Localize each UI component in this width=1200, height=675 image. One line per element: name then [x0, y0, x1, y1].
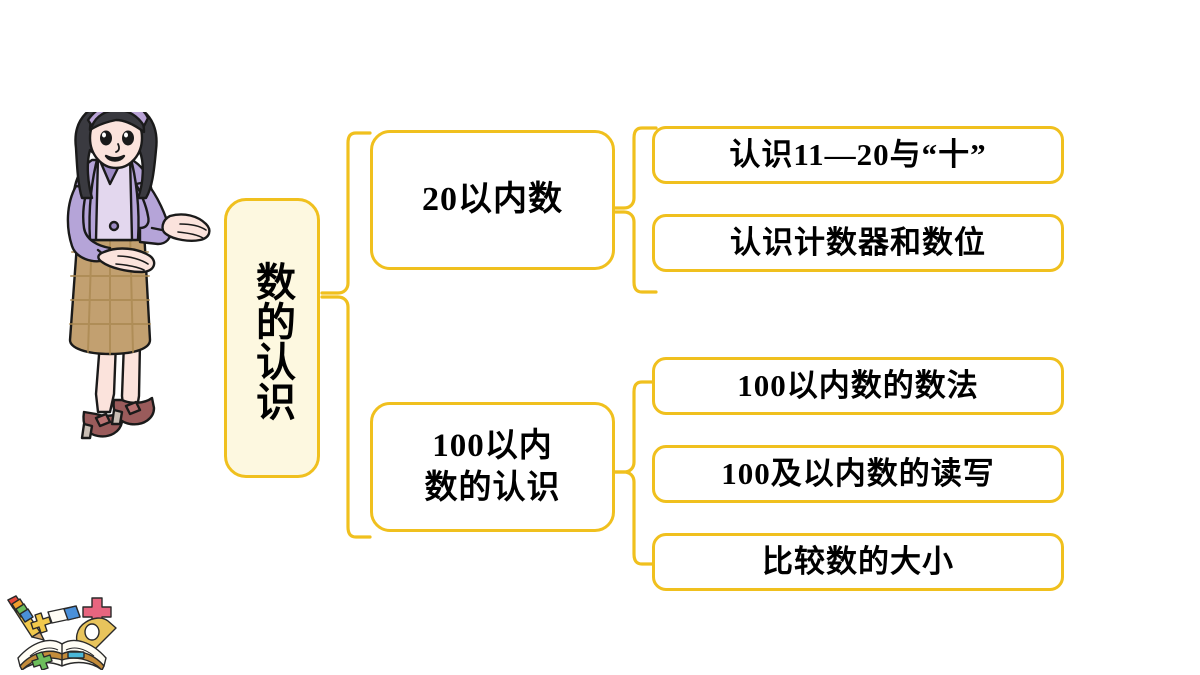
fringe — [88, 112, 146, 134]
book-icon — [17, 639, 107, 670]
branch-node-20-within[interactable]: 20以内数 — [370, 130, 615, 270]
eraser-icon — [47, 605, 81, 624]
connector-root-to-branches — [320, 131, 372, 539]
eye-right — [122, 130, 134, 146]
eye-left — [100, 130, 112, 146]
leaf-node-counting-within-100[interactable]: 100以内数的数法 — [652, 357, 1064, 415]
leaf-node-compare-numbers[interactable]: 比较数的大小 — [652, 533, 1064, 591]
branch-node-100-within-line2: 数的认识 — [424, 470, 561, 506]
root-node[interactable]: 数的认识 — [224, 198, 320, 478]
headband — [86, 112, 150, 128]
hand-lower — [97, 247, 156, 274]
face — [88, 112, 144, 170]
leaf-node-counter-and-place-value[interactable]: 认识计数器和数位 — [652, 214, 1064, 272]
leaf-node-reading-writing-within-100[interactable]: 100及以内数的读写 — [652, 445, 1064, 503]
arm-left — [66, 184, 112, 263]
teacher-figure — [66, 112, 211, 440]
branch-node-100-within-line1: 100以内 — [432, 427, 553, 464]
mouth — [104, 154, 126, 162]
plus-yellow-icon — [30, 612, 52, 634]
book-and-supplies-icon — [7, 595, 117, 670]
branch-node-100-within[interactable]: 100以内 数的认识 — [370, 402, 615, 532]
leaf-node-recognize-11-20-and-ten[interactable]: 认识11—20与“十” — [652, 126, 1064, 184]
hand-upper — [161, 213, 211, 242]
